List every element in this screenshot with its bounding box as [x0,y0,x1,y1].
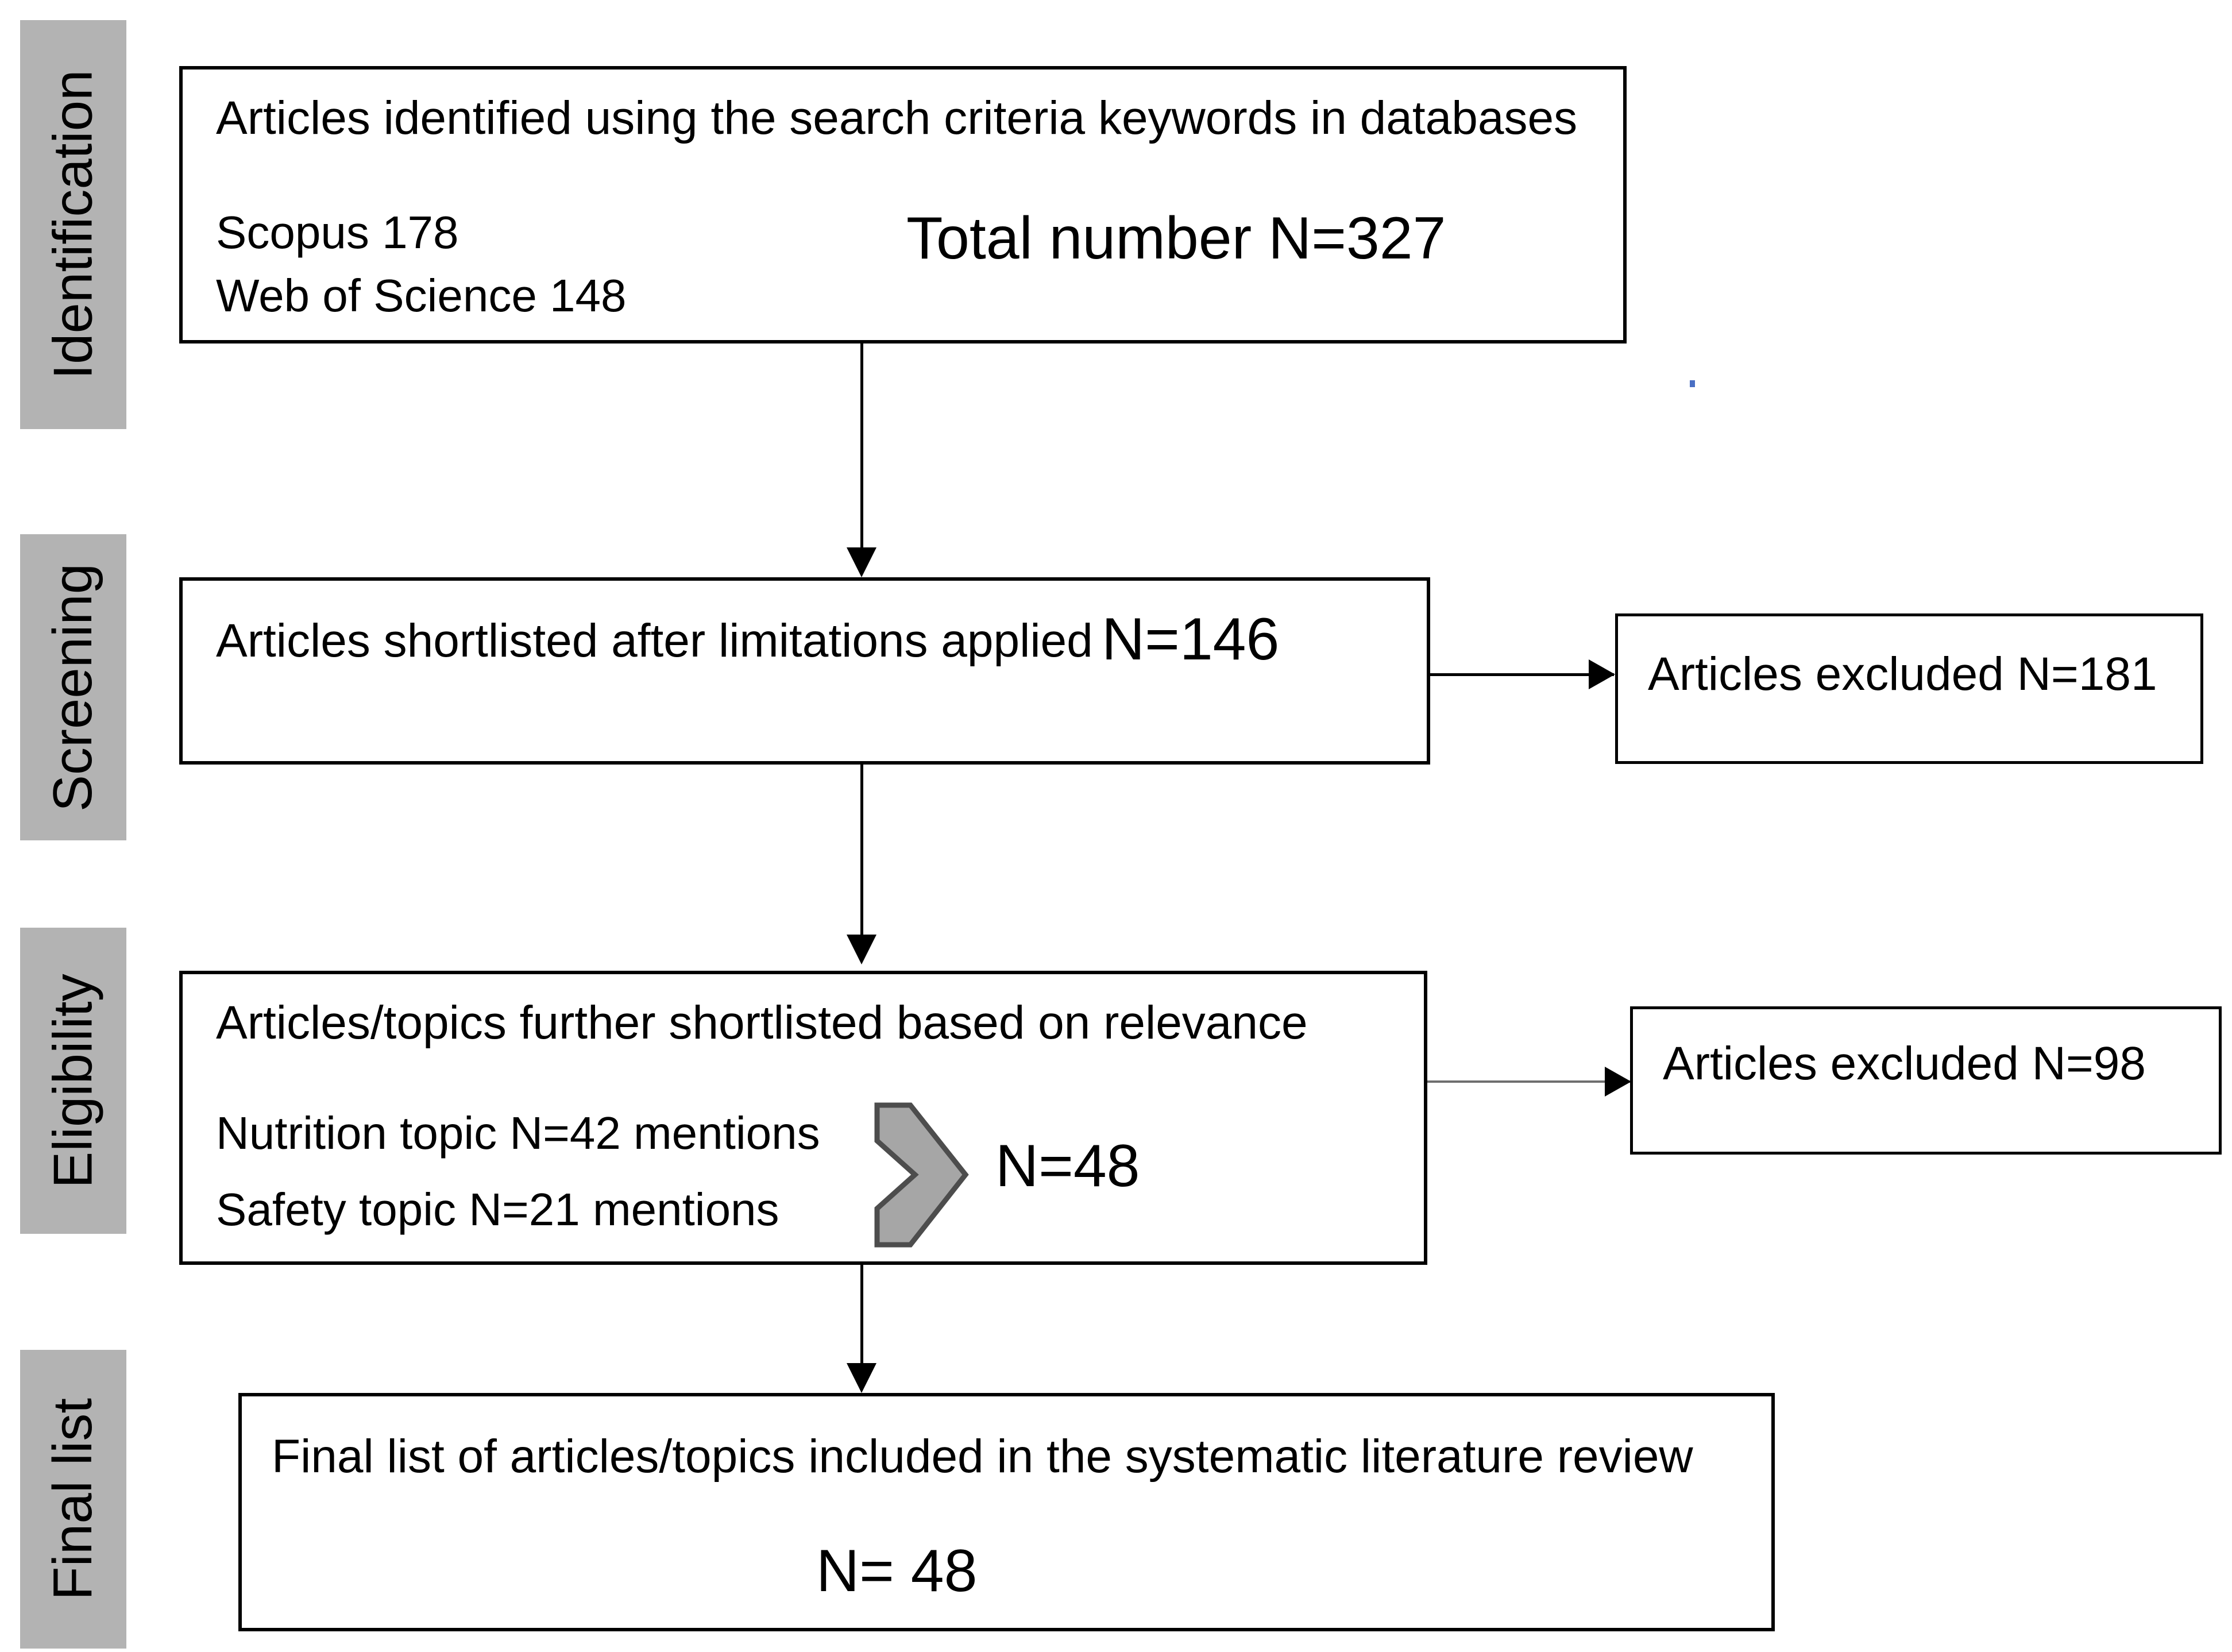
chevron-right-icon [863,1102,972,1248]
box-screening: Articles shortlisted after limitations a… [179,577,1430,765]
phase-label-screening: Screening [42,563,104,812]
stray-pixel-artifact [1690,380,1695,387]
identification-source-scopus: Scopus 178 [216,207,459,258]
phase-label-eligibility: Eligibility [42,973,104,1188]
screening-count: N=146 [1102,606,1280,673]
identification-total: Total number N=327 [906,205,1446,272]
excluded-eligibility-text: Articles excluded N=98 [1663,1037,2146,1090]
eligibility-topic-nutrition: Nutrition topic N=42 mentions [216,1107,820,1159]
box-excluded-screening: Articles excluded N=181 [1615,613,2203,764]
screening-heading: Articles shortlisted after limitations a… [216,615,1093,667]
arrow-down-icon [847,1363,876,1393]
phase-bar-screening: Screening [20,534,126,840]
arrow-right-icon [1605,1067,1631,1097]
connector-line [860,765,863,937]
eligibility-merged-count: N=48 [995,1133,1140,1199]
connector-line [1427,1080,1631,1083]
arrow-right-icon [1589,659,1615,689]
arrow-down-icon [847,547,876,577]
box-final-list: Final list of articles/topics included i… [238,1393,1775,1631]
identification-heading: Articles identified using the search cri… [216,92,1578,144]
phase-bar-identification: Identification [20,20,126,429]
eligibility-heading: Articles/topics further shortlisted base… [216,997,1308,1049]
connector-line [860,1265,863,1365]
final-list-heading: Final list of articles/topics included i… [272,1430,1693,1483]
phase-label-final-list: Final list [42,1398,104,1601]
connector-line [1430,673,1614,676]
eligibility-topic-safety: Safety topic N=21 mentions [216,1184,779,1235]
arrow-down-icon [847,935,876,964]
phase-bar-eligibility: Eligibility [20,928,126,1234]
final-list-count: N= 48 [816,1538,978,1604]
box-eligibility: Articles/topics further shortlisted base… [179,971,1427,1265]
phase-bar-final-list: Final list [20,1350,126,1649]
box-excluded-eligibility: Articles excluded N=98 [1630,1006,2222,1155]
connector-line [860,343,863,550]
phase-label-identification: Identification [42,70,104,380]
identification-source-wos: Web of Science 148 [216,270,627,321]
excluded-screening-text: Articles excluded N=181 [1648,648,2157,700]
box-identification: Articles identified using the search cri… [179,66,1627,343]
